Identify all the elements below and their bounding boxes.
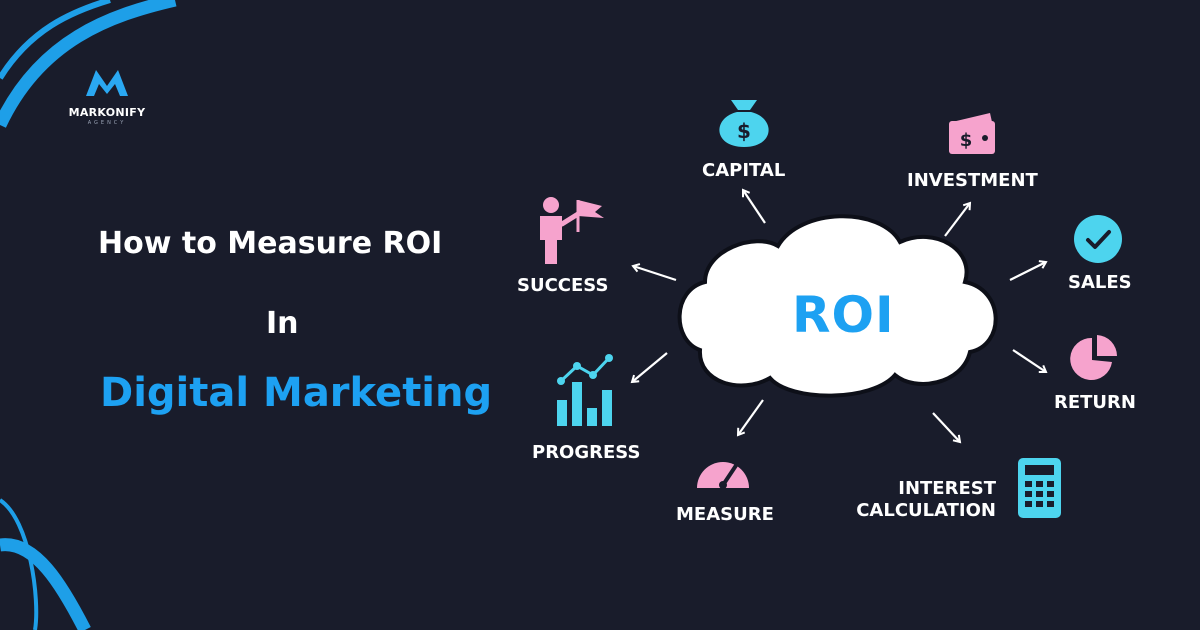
arrow-sales <box>1009 260 1048 281</box>
label-sales: SALES <box>1068 272 1132 293</box>
money-bag-icon: $ <box>719 100 769 147</box>
label-progress: PROGRESS <box>532 442 641 463</box>
svg-text:$: $ <box>737 119 751 143</box>
arrow-progress <box>630 352 668 384</box>
wallet-icon: $ <box>949 113 995 154</box>
label-investment: INVESTMENT <box>907 170 1038 191</box>
arrow-return <box>1012 349 1048 373</box>
markonify-m-icon <box>86 70 128 96</box>
headline-line-2: In <box>266 306 299 341</box>
arrow-interest <box>932 412 962 444</box>
pie-chart-icon <box>1070 335 1117 380</box>
check-circle-icon <box>1074 215 1122 263</box>
person-flag-icon <box>540 197 604 264</box>
arrow-success <box>631 263 677 282</box>
roi-center-label: ROI <box>792 286 895 344</box>
gauge-icon <box>697 462 749 489</box>
arrow-capital <box>742 188 766 224</box>
growth-chart-icon <box>557 354 613 426</box>
headline-line-1: How to Measure ROI <box>98 226 443 261</box>
headline-line-3: Digital Marketing <box>100 370 493 416</box>
label-interest-line-2: CALCULATION <box>856 500 996 521</box>
svg-text:$: $ <box>960 130 973 151</box>
label-success: SUCCESS <box>517 275 609 296</box>
label-interest-calculation: INTEREST CALCULATION <box>856 478 996 522</box>
calculator-icon <box>1018 458 1061 518</box>
label-return: RETURN <box>1054 392 1136 413</box>
label-capital: CAPITAL <box>702 160 786 181</box>
roi-cloud <box>677 214 998 398</box>
brand-logo[interactable]: MARKONIFY AGENCY <box>62 64 152 126</box>
arrow-measure <box>736 399 764 437</box>
arrow-investment <box>944 201 972 237</box>
brand-tagline: AGENCY <box>87 120 127 126</box>
label-interest-line-1: INTEREST <box>898 478 996 499</box>
label-measure: MEASURE <box>676 504 774 525</box>
brand-name: MARKONIFY <box>68 106 146 119</box>
